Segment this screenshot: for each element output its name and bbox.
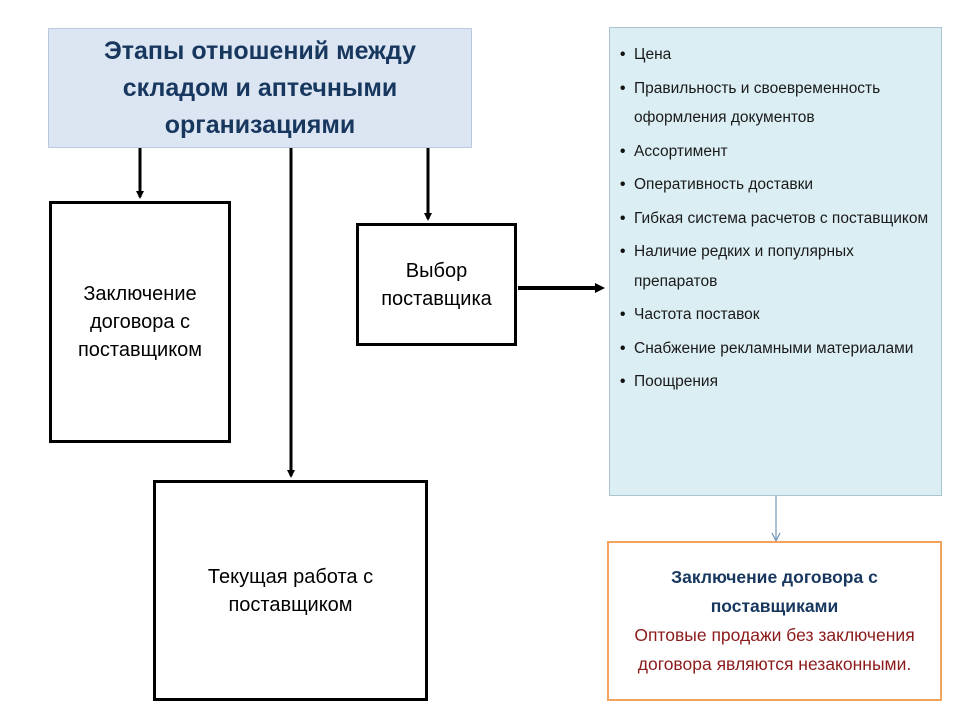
criteria-item: Оперативность доставки — [620, 170, 931, 200]
note-title: Заключение договора с поставщиками — [671, 567, 878, 616]
stage-current-work-label: Текущая работа с поставщиком — [207, 565, 374, 616]
criteria-item: Цена — [620, 40, 931, 70]
criteria-item: Поощрения — [620, 367, 931, 397]
criteria-item: Гибкая система расчетов с поставщиком — [620, 204, 931, 234]
supplier-criteria-box: Цена Правильность и своевременность офор… — [609, 27, 942, 496]
criteria-list: Цена Правильность и своевременность офор… — [620, 40, 931, 397]
stage-supplier-choice-box: Выбор поставщика — [356, 223, 517, 346]
stage-supplier-choice-label: Выбор поставщика — [381, 259, 492, 310]
stage-contract-label: Заключение договора с поставщиком — [77, 283, 203, 361]
diagram-title-box: Этапы отношений между складом и аптечным… — [48, 28, 472, 148]
diagram-title: Этапы отношений между складом и аптечным… — [104, 36, 416, 139]
criteria-item: Ассортимент — [620, 137, 931, 167]
stage-current-work-box: Текущая работа с поставщиком — [153, 480, 428, 701]
note-text: Оптовые продажи без заключения договора … — [634, 625, 915, 674]
criteria-item: Снабжение рекламными материалами — [620, 334, 931, 364]
criteria-item: Наличие редких и популярных препаратов — [620, 237, 931, 296]
contract-note-box: Заключение договора с поставщиками Оптов… — [607, 541, 942, 701]
criteria-item: Правильность и своевременность оформлени… — [620, 74, 931, 133]
criteria-item: Частота поставок — [620, 300, 931, 330]
stage-contract-box: Заключение договора с поставщиком — [49, 201, 231, 443]
